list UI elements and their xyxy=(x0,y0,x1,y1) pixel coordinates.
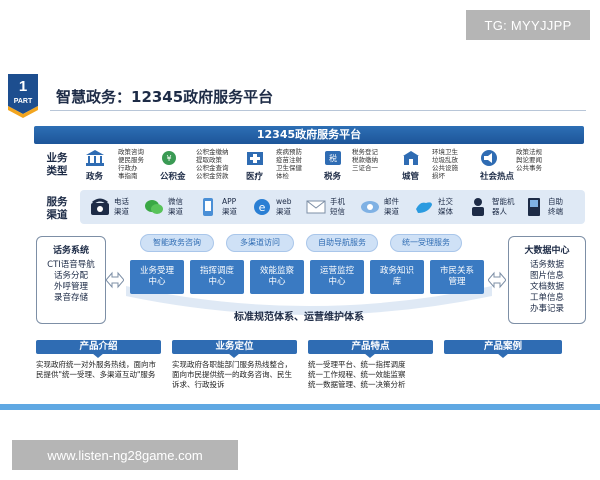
channel-name: APP 渠道 xyxy=(222,197,237,216)
module-block: 政务知识 库 xyxy=(370,260,424,294)
card-title: 产品案例 xyxy=(444,340,562,358)
business-desc: 税务登记 税款缴纳 三证合一 xyxy=(352,148,378,172)
kiosk-icon xyxy=(528,198,540,216)
business-name: 公积金 xyxy=(160,172,186,182)
wechat-icon xyxy=(145,200,163,214)
core-capability-zone: 智能政务咨询 多渠道访问 自助导航服务 统一受理服务 业务受理 中心 指挥调度 … xyxy=(124,230,494,330)
channel-name: 社交 媒体 xyxy=(438,197,453,216)
business-type-row: 政务 政策咨询 便民服务 行政办 事指南 ¥ 公积金 公积金缴纳 提取政策 公积… xyxy=(80,146,585,188)
channel-name: web 渠道 xyxy=(276,197,292,216)
svg-text:e: e xyxy=(259,201,266,214)
card-body: 实现政府各职能部门服务热线整合，面向市民提供统一的政务咨询、民生诉求、行政投诉 xyxy=(172,360,292,389)
robot-icon xyxy=(472,198,484,216)
tax-icon: 税 xyxy=(325,151,341,165)
svg-text:税: 税 xyxy=(329,153,337,163)
channel-name: 邮件 渠道 xyxy=(384,197,399,216)
product-intro-card: 产品介绍 实现政府统一对外服务热线，面向市民提供"统一受理、多渠道互动"服务 xyxy=(36,340,161,398)
channel-name: 电话 渠道 xyxy=(114,197,129,216)
hospital-icon xyxy=(247,152,263,165)
government-building-icon xyxy=(86,150,104,166)
module-block: 运营监控 中心 xyxy=(310,260,364,294)
page-title: 智慧政务：12345政府服务平台 xyxy=(56,88,274,106)
card-body: 统一受理平台、统一指挥调度 统一工作规程、统一效能监察 统一数据管理、统一决策分… xyxy=(308,360,406,389)
card-title: 产品特点 xyxy=(308,340,433,358)
social-media-icon xyxy=(416,202,432,213)
platform-title-bar: 12345政府服务平台 xyxy=(34,126,584,144)
call-system-item: 录音存储 xyxy=(53,293,88,303)
business-positioning-card: 业务定位 实现政府各职能部门服务热线整合，面向市民提供统一的政务咨询、民生诉求、… xyxy=(172,340,297,398)
business-desc: 政策咨询 便民服务 行政办 事指南 xyxy=(118,148,144,180)
watermark-top: TG: MYYJJPP xyxy=(466,10,590,40)
capability-pill: 统一受理服务 xyxy=(390,234,462,252)
sms-icon xyxy=(306,200,326,214)
big-data-item: 工单信息 xyxy=(529,293,564,303)
business-name: 医疗 xyxy=(246,172,264,182)
email-icon xyxy=(361,201,379,213)
big-data-title: 大数据中心 xyxy=(524,246,570,256)
business-desc: 环境卫生 垃圾乱放 公共设施 损坏 xyxy=(432,148,458,180)
web-browser-icon: e xyxy=(254,199,270,215)
double-arrow-icon xyxy=(106,271,124,289)
telephone-icon xyxy=(91,198,109,215)
module-block: 市民关系 管理 xyxy=(430,260,484,294)
module-block: 指挥调度 中心 xyxy=(190,260,244,294)
capability-pill: 自助导航服务 xyxy=(306,234,378,252)
capability-pill: 智能政务咨询 xyxy=(140,234,214,252)
business-desc: 疾病预防 疫苗注射 卫生保健 体检 xyxy=(276,148,302,180)
standard-system-label: 标准规范体系、运营维护体系 xyxy=(234,312,364,323)
channel-row-label: 服务 渠道 xyxy=(46,196,68,221)
business-name: 城管 xyxy=(402,172,420,182)
title-divider xyxy=(50,110,586,111)
call-system-item: 话务分配 xyxy=(53,271,88,281)
big-data-item: 话务数据 xyxy=(529,260,564,270)
big-data-item: 图片信息 xyxy=(529,271,564,281)
product-case-card: 产品案例 xyxy=(444,340,562,398)
big-data-center-box: 大数据中心 话务数据 图片信息 文档数据 工单信息 办事记录 xyxy=(508,236,586,324)
call-system-title: 话务系统 xyxy=(52,246,89,256)
module-block: 效能监察 中心 xyxy=(250,260,304,294)
city-building-icon xyxy=(403,151,419,165)
big-data-item: 文档数据 xyxy=(529,282,564,292)
part-badge-shape xyxy=(8,74,38,118)
channel-name: 手机 短信 xyxy=(330,197,345,216)
business-name: 社会热点 xyxy=(480,172,515,182)
business-desc: 政策法规 舆论要闻 公共事务 xyxy=(516,148,542,172)
big-data-item: 办事记录 xyxy=(529,304,564,314)
mobile-app-icon xyxy=(203,198,213,216)
business-name: 税务 xyxy=(324,172,342,182)
channel-name: 自助 终端 xyxy=(548,197,563,216)
product-features-card: 产品特点 统一受理平台、统一指挥调度 统一工作规程、统一效能监察 统一数据管理、… xyxy=(308,340,433,398)
part-label: PART xyxy=(13,98,33,105)
module-block: 业务受理 中心 xyxy=(130,260,184,294)
call-system-item: CTI语音导航 xyxy=(47,260,95,270)
card-title: 业务定位 xyxy=(172,340,297,358)
call-system-box: 话务系统 CTI语音导航 话务分配 外呼管理 录音存储 xyxy=(36,236,106,324)
megaphone-icon xyxy=(481,150,497,166)
platform-base-arc xyxy=(126,286,492,315)
svg-text:¥: ¥ xyxy=(166,154,171,163)
business-name: 政务 xyxy=(86,172,104,182)
service-channel-row: 电话 渠道 微信 渠道 APP 渠道 e web 渠道 手机 短信 邮件 渠道 xyxy=(80,190,585,224)
bottom-accent-band xyxy=(0,404,600,410)
card-title: 产品介绍 xyxy=(36,340,161,358)
part-number: 1 xyxy=(18,78,28,95)
call-system-item: 外呼管理 xyxy=(53,282,88,292)
business-desc: 公积金缴纳 提取政策 公积金查询 公积金贷款 xyxy=(196,148,229,180)
part-badge: 1 PART xyxy=(8,74,48,118)
channel-name: 微信 渠道 xyxy=(168,197,183,216)
business-row-label: 业务 类型 xyxy=(46,152,68,177)
channel-name: 智能机 器人 xyxy=(492,197,515,216)
capability-pill: 多渠道访问 xyxy=(226,234,294,252)
double-arrow-icon xyxy=(488,271,506,289)
coin-icon: ¥ xyxy=(162,151,176,165)
card-body: 实现政府统一对外服务热线，面向市民提供"统一受理、多渠道互动"服务 xyxy=(36,360,156,379)
watermark-bottom: www.listen-ng28game.com xyxy=(12,440,238,470)
